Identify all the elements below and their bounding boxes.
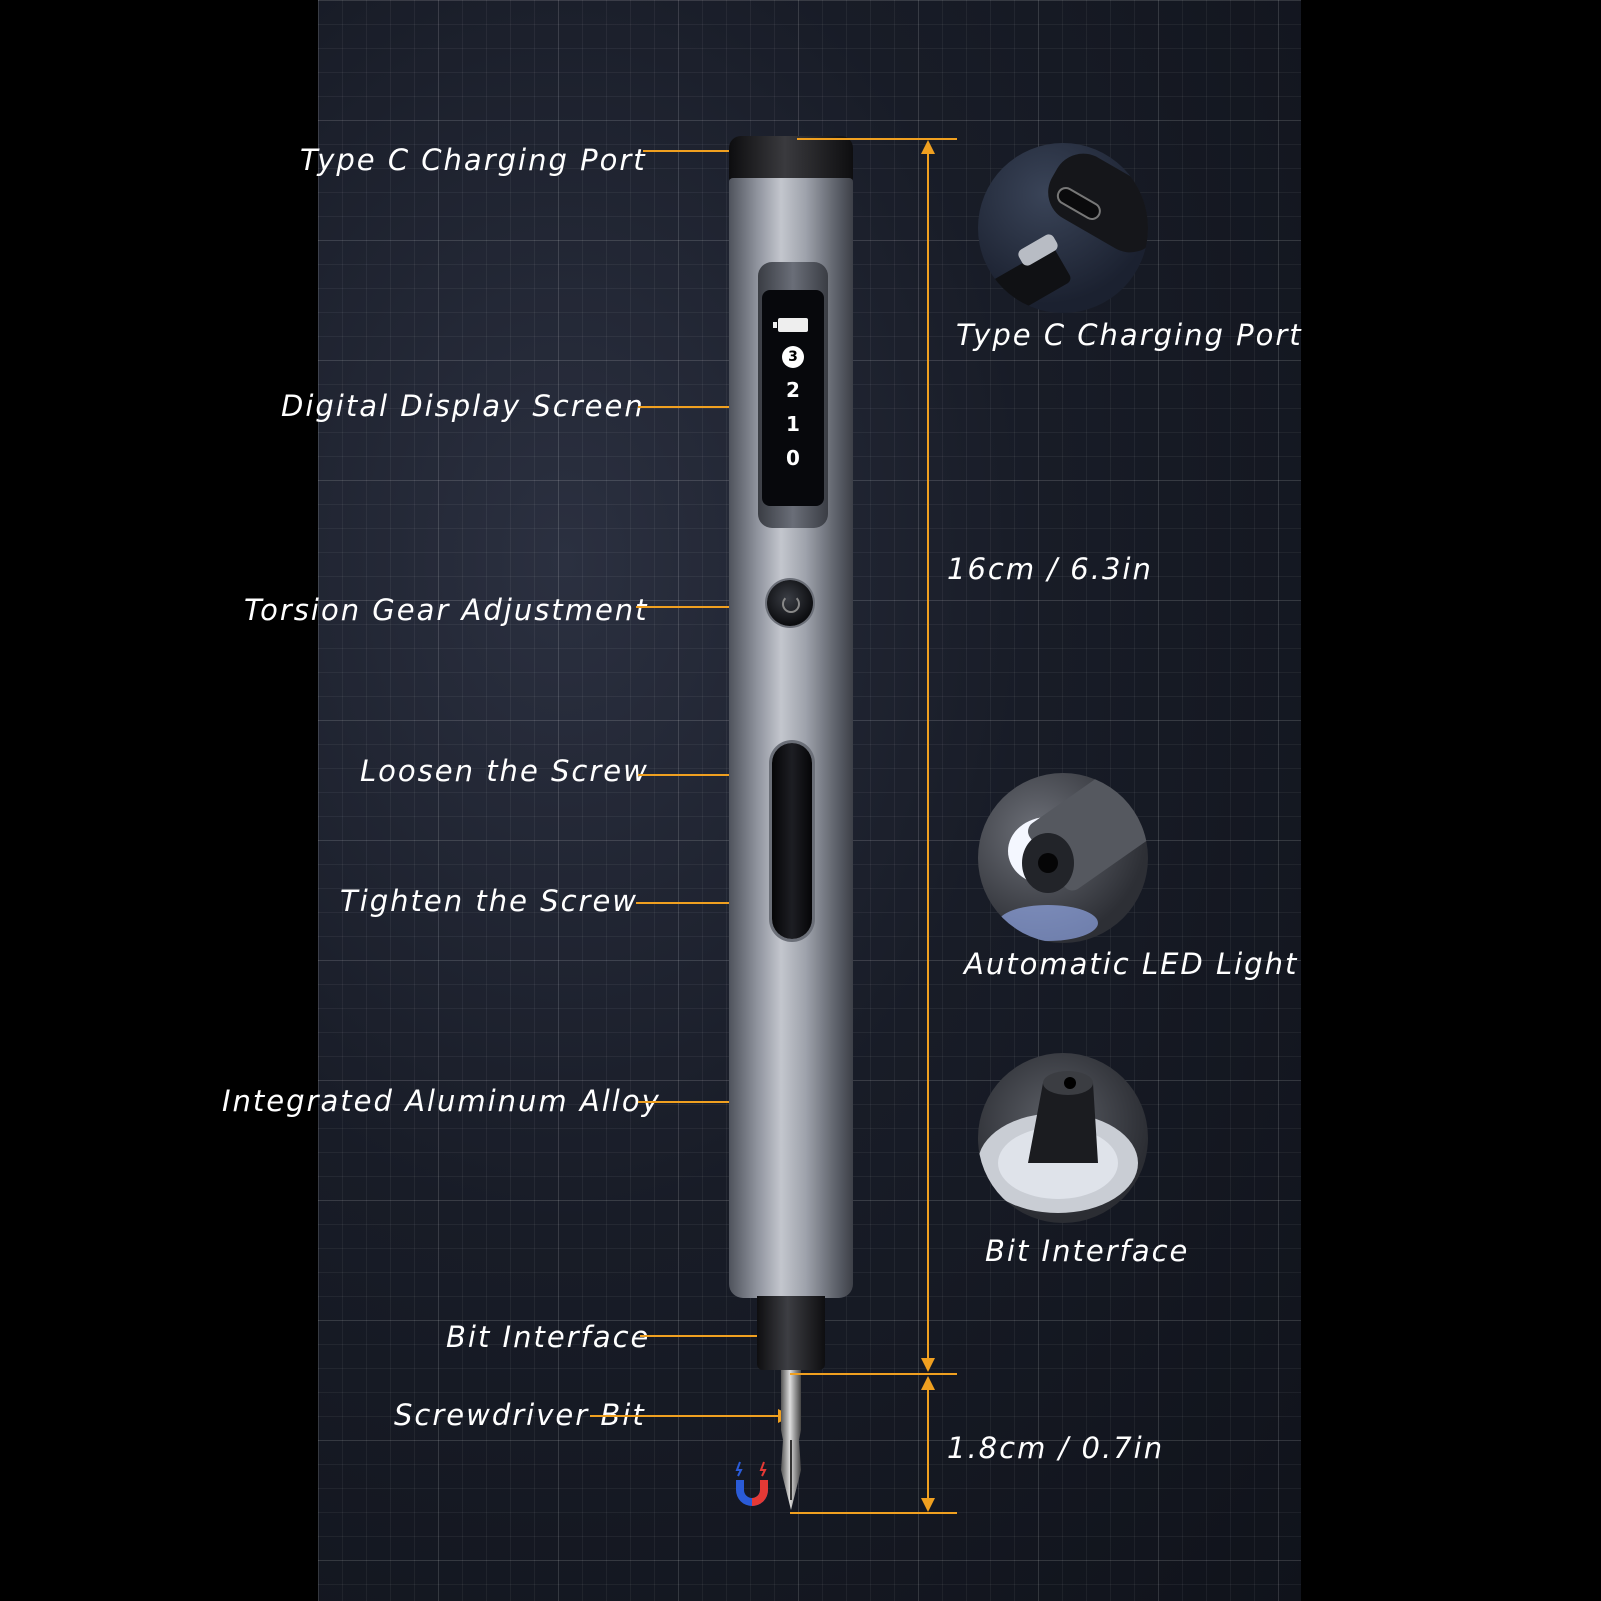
label-loosen: Loosen the Screw: [360, 754, 649, 788]
detail-led-light: [978, 773, 1148, 943]
detail-led-label: Automatic LED Light: [964, 947, 1299, 981]
gear-level-2: 2: [786, 378, 800, 402]
dim-top-line: [797, 138, 957, 140]
dim-bit-arrow-top: [921, 1376, 935, 1390]
dim-bit-arrow-bottom: [921, 1498, 935, 1512]
detail-type-c-label: Type C Charging Port: [956, 318, 1303, 352]
dim-body-arrow-top: [921, 140, 935, 154]
gear-icon: 3: [782, 346, 804, 368]
pen-cap-type-c-port: [729, 136, 853, 182]
detail-bit-interface: [978, 1053, 1148, 1223]
loosen-tighten-rocker-switch[interactable]: [772, 743, 812, 939]
digital-display-screen: 3 2 1 0: [762, 290, 824, 506]
gear-level-0: 0: [786, 446, 800, 470]
label-aluminum: Integrated Aluminum Alloy: [222, 1084, 661, 1118]
dim-body-line: [927, 152, 929, 1360]
dim-middle-line: [790, 1373, 957, 1375]
leader-screwdriver-bit: [590, 1409, 792, 1423]
screwdriver-bit: [781, 1370, 801, 1510]
dim-bottom-line: [790, 1512, 957, 1514]
led-light-icon: [998, 773, 1148, 941]
label-tighten: Tighten the Screw: [340, 884, 639, 918]
magnet-icon: [735, 1461, 768, 1506]
detail-type-c-port: [978, 143, 1148, 313]
bit-socket-icon: [978, 1071, 1138, 1213]
usb-c-port-icon: [985, 153, 1148, 313]
detail-bit-label: Bit Interface: [985, 1234, 1190, 1268]
label-bit-interface: Bit Interface: [446, 1320, 651, 1354]
label-display-screen: Digital Display Screen: [281, 389, 645, 423]
label-type-c-port: Type C Charging Port: [300, 143, 647, 177]
dim-bit-line: [927, 1390, 929, 1500]
dim-body-arrow-bottom: [921, 1358, 935, 1372]
dim-bit-length: 1.8cm / 0.7in: [947, 1431, 1165, 1465]
battery-icon: [773, 318, 808, 332]
gear-level-1: 1: [786, 412, 800, 436]
torsion-gear-button[interactable]: [767, 580, 813, 626]
label-torsion-gear: Torsion Gear Adjustment: [244, 593, 649, 627]
bit-interface: [757, 1296, 825, 1370]
dim-body-length: 16cm / 6.3in: [947, 552, 1153, 586]
